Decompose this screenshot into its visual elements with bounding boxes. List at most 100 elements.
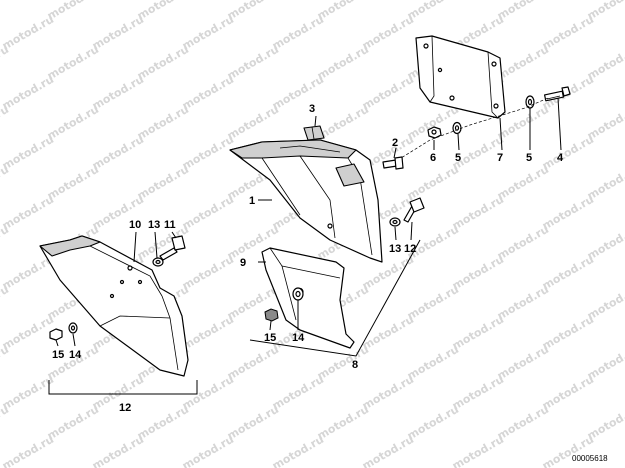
callout-1: 1 bbox=[249, 195, 255, 207]
callout-12-middle: 12 bbox=[404, 243, 416, 255]
washer-14-middle bbox=[292, 287, 304, 301]
watermark-text: motod.ru bbox=[315, 0, 371, 23]
watermark-text: motod.ru bbox=[360, 253, 416, 293]
clip-3 bbox=[303, 125, 325, 141]
watermark-text: motod.ru bbox=[45, 0, 101, 23]
watermark-text: motod.ru bbox=[450, 373, 506, 413]
watermark-text: motod.ru bbox=[540, 133, 596, 173]
callout-8: 8 bbox=[352, 359, 358, 371]
reference-number: 00005618 bbox=[572, 454, 608, 463]
watermark-text: motod.ru bbox=[405, 283, 461, 323]
callout-14-left: 14 bbox=[69, 349, 82, 361]
watermark-text: motod.ru bbox=[450, 433, 506, 468]
nut-15-left bbox=[49, 328, 63, 341]
main-cover bbox=[229, 139, 383, 263]
watermark-text: motod.ru bbox=[360, 433, 416, 468]
watermark-text: motod.ru bbox=[180, 373, 236, 413]
screw-4 bbox=[543, 86, 571, 102]
watermark-text: motod.ru bbox=[450, 313, 506, 353]
washer-13-middle bbox=[389, 217, 401, 227]
watermark-text: motod.ru bbox=[180, 433, 236, 468]
watermark-text: motod.ru bbox=[180, 13, 236, 53]
watermark-text: motod.ru bbox=[360, 73, 416, 113]
callout-2: 2 bbox=[392, 137, 398, 149]
bolt-12-middle bbox=[403, 197, 425, 223]
leader-lines bbox=[48, 97, 562, 395]
watermark-text: motod.ru bbox=[495, 403, 551, 443]
watermark-text: motod.ru bbox=[0, 13, 56, 53]
watermark-text: motod.ru bbox=[225, 403, 281, 443]
callout-labels: 3 2 6 5 7 5 4 1 9 10 13 11 13 12 15 14 1… bbox=[52, 103, 564, 414]
watermark-text: motod.ru bbox=[0, 193, 56, 233]
washer-13-left bbox=[152, 257, 164, 267]
watermark-text: motod.ru bbox=[180, 73, 236, 113]
callout-11: 10 bbox=[129, 219, 141, 231]
watermark-text: motod.ru bbox=[495, 343, 551, 383]
watermark-text: motod.ru bbox=[225, 43, 281, 83]
watermark-text: motod.ru bbox=[0, 133, 56, 173]
watermark-text: motod.ru bbox=[495, 43, 551, 83]
callout-15-left: 15 bbox=[52, 349, 64, 361]
watermark-text: motod.ru bbox=[270, 13, 326, 53]
watermark-text: motod.ru bbox=[315, 403, 371, 443]
washer-5-left bbox=[452, 121, 462, 135]
watermark-text: motod.ru bbox=[180, 193, 236, 233]
watermark-text: motod.ru bbox=[360, 13, 416, 53]
watermark-text: motod.ru bbox=[540, 253, 596, 293]
watermark-text: motod.ru bbox=[540, 193, 596, 233]
watermark-text: motod.ru bbox=[360, 373, 416, 413]
callout-12-left: 11 bbox=[164, 219, 176, 231]
watermark-text: motod.ru bbox=[540, 313, 596, 353]
watermark-text: motod.ru bbox=[135, 43, 191, 83]
callout-14-middle: 14 bbox=[292, 332, 305, 344]
watermark-text: motod.ru bbox=[0, 73, 56, 113]
nut-15-middle bbox=[264, 308, 279, 322]
watermark-text: motod.ru bbox=[45, 163, 101, 203]
watermark-text: motod.ru bbox=[180, 313, 236, 353]
watermark-text: motod.ru bbox=[405, 0, 461, 23]
watermark-text: motod.ru bbox=[45, 103, 101, 143]
watermark-text: motod.ru bbox=[180, 253, 236, 293]
watermark-text: motod.ru bbox=[495, 223, 551, 263]
callout-13-left: 13 bbox=[148, 219, 160, 231]
watermark-text: motod.ru bbox=[0, 313, 56, 353]
watermark-text: motod.ru bbox=[450, 193, 506, 233]
callout-5-right: 5 bbox=[526, 152, 532, 164]
watermark-text: motod.ru bbox=[90, 13, 146, 53]
watermark-text: motod.ru bbox=[270, 433, 326, 468]
callout-5-left: 5 bbox=[455, 152, 461, 164]
callout-15-middle: 15 bbox=[264, 332, 276, 344]
watermark-text: motod.ru bbox=[45, 403, 101, 443]
watermark-text: motod.ru bbox=[315, 343, 371, 383]
watermark-text: motod.ru bbox=[315, 43, 371, 83]
watermark-text: motod.ru bbox=[405, 343, 461, 383]
watermark-text: motod.ru bbox=[45, 43, 101, 83]
watermark-text: motod.ru bbox=[135, 163, 191, 203]
watermark-text: motod.ru bbox=[495, 283, 551, 323]
watermark-text: motod.ru bbox=[450, 253, 506, 293]
callout-7: 7 bbox=[497, 152, 503, 164]
watermark-text: motod.ru bbox=[225, 0, 281, 23]
washer-14-left bbox=[68, 322, 78, 334]
watermark-text: motod.ru bbox=[0, 0, 11, 23]
watermark-text: motod.ru bbox=[90, 73, 146, 113]
watermark-text: motod.ru bbox=[90, 373, 146, 413]
mounting-plate bbox=[415, 35, 506, 119]
watermark-text: motod.ru bbox=[495, 0, 551, 23]
watermark-text: motod.ru bbox=[270, 73, 326, 113]
callout-6: 6 bbox=[430, 152, 436, 164]
washer-5-right bbox=[525, 95, 535, 109]
watermark-text: motod.ru bbox=[225, 103, 281, 143]
watermark-text: motod.ru bbox=[90, 133, 146, 173]
callout-10: 9 bbox=[240, 257, 246, 269]
watermark-text: motod.ru bbox=[495, 163, 551, 203]
watermark-text: motod.ru bbox=[405, 403, 461, 443]
watermark-text: motod.ru bbox=[540, 373, 596, 413]
watermark-text: motod.ru bbox=[135, 0, 191, 23]
watermark-text: motod.ru bbox=[180, 133, 236, 173]
nut-6 bbox=[427, 126, 442, 139]
watermark-text: motod.ru bbox=[405, 163, 461, 203]
screw-2 bbox=[382, 156, 404, 170]
